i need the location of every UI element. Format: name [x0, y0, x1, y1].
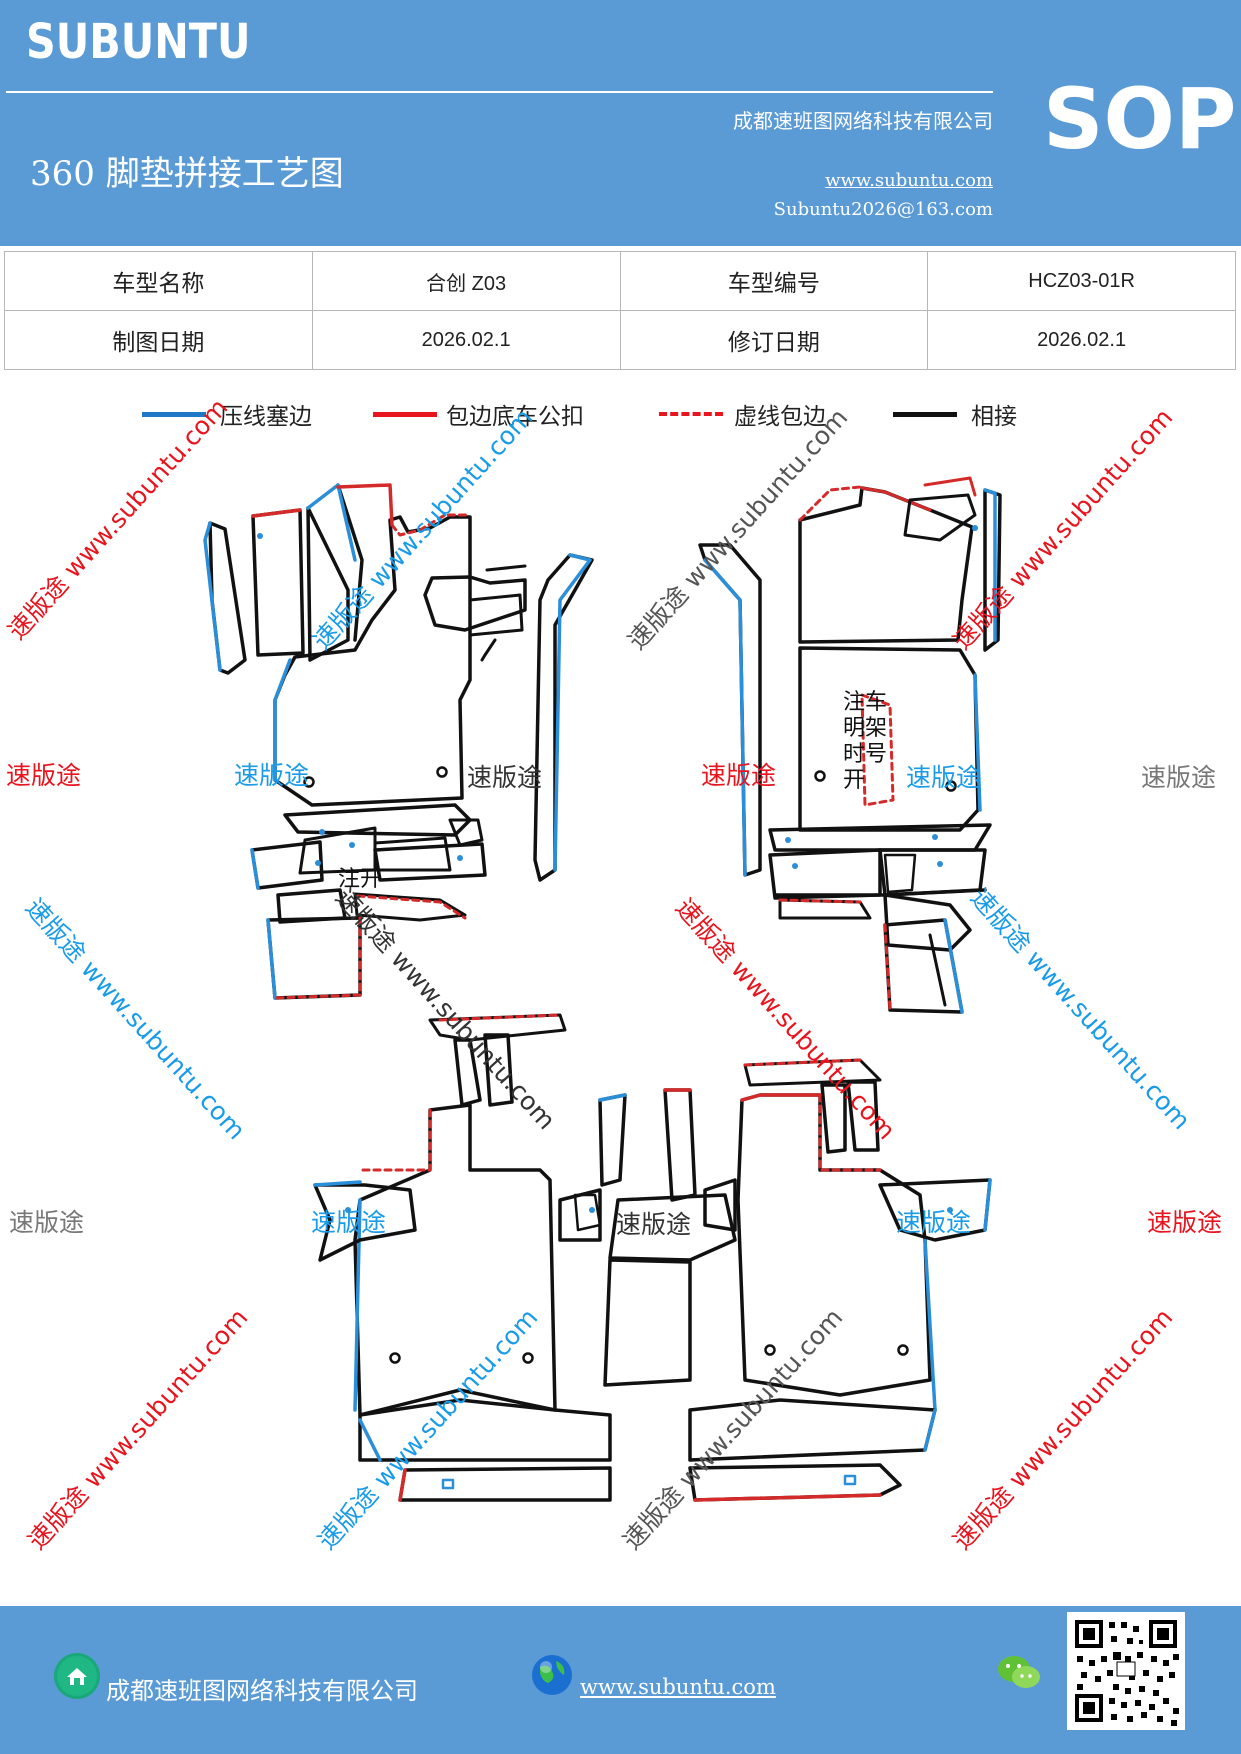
watermark-text: 速版途	[1147, 1208, 1223, 1237]
note-text: 明架	[843, 716, 887, 741]
watermark-text: 速版途	[9, 1208, 85, 1237]
rev-date-value: 2026.02.1	[927, 310, 1236, 370]
watermark-text: 速版途	[6, 761, 82, 790]
draw-date-label: 制图日期	[4, 310, 313, 370]
header-banner: SUBUNTU 成都速班图网络科技有限公司 360 脚垫拼接工艺图 www.su…	[0, 0, 1241, 246]
note-text: 注车	[843, 690, 887, 715]
table-row: 车型名称 合创 Z03 车型编号 HCZ03-01R	[4, 251, 1236, 311]
legend-swatch-black	[893, 412, 957, 417]
mat-group-top-right	[698, 476, 1002, 1014]
legend-item: 虚线包边	[659, 395, 859, 435]
mat-group-top-left	[203, 483, 594, 1000]
note-text: 开	[843, 768, 865, 793]
footer-website-link[interactable]: www.subuntu.com	[580, 1675, 776, 1699]
info-table: 车型名称 合创 Z03 车型编号 HCZ03-01R 制图日期 2026.02.…	[4, 251, 1236, 370]
model-name-value: 合创 Z03	[311, 251, 621, 311]
watermark-text: 速版途	[701, 761, 777, 790]
page-title: 360 脚垫拼接工艺图	[30, 154, 344, 194]
company-name: 成都速班图网络科技有限公司	[733, 109, 993, 133]
legend-swatch-red-dashed	[659, 412, 723, 416]
watermark-text: 速版途	[311, 1208, 387, 1237]
watermark-text: 速版途	[467, 763, 543, 792]
legend-label: 相接	[971, 404, 1017, 430]
legend-swatch-blue	[142, 412, 206, 417]
home-icon	[54, 1653, 100, 1699]
model-code-label: 车型编号	[619, 251, 929, 311]
model-name-label: 车型名称	[4, 251, 313, 311]
watermark-text: 速版途	[234, 761, 310, 790]
legend-label: 虚线包边	[734, 404, 826, 430]
globe-icon	[530, 1653, 574, 1697]
brand-logo: SUBUNTU	[26, 14, 251, 70]
note-text: 时号	[843, 742, 887, 767]
floor-mat-diagram: 注车 明架 时号 开 注开	[203, 476, 1002, 1502]
watermark-text: 速版途	[896, 1208, 972, 1237]
legend-item: 包边底车公扣	[373, 395, 613, 435]
legend-label: 包边底车公扣	[446, 404, 584, 430]
wechat-icon	[995, 1652, 1043, 1694]
mat-group-bottom	[313, 1013, 992, 1502]
note-text: 注开	[338, 867, 382, 892]
rev-date-label: 修订日期	[619, 310, 929, 370]
watermark-text: 速版途	[906, 763, 982, 792]
table-row: 制图日期 2026.02.1 修订日期 2026.02.1	[4, 310, 1236, 370]
watermark-text: 速版途	[616, 1210, 692, 1239]
legend-swatch-red	[373, 412, 437, 417]
legend-item: 压线塞边	[142, 395, 342, 435]
legend-item: 相接	[893, 395, 1033, 435]
email-address: Subuntu2026@163.com	[773, 199, 993, 220]
draw-date-value: 2026.02.1	[311, 310, 621, 370]
watermark-text: 速版途	[1141, 763, 1217, 792]
website-link[interactable]: www.subuntu.com	[825, 170, 993, 191]
sop-badge: SOP	[1043, 70, 1237, 168]
model-code-value: HCZ03-01R	[927, 251, 1236, 311]
header-divider	[6, 91, 993, 93]
footer-company: 成都速班图网络科技有限公司	[106, 1677, 418, 1705]
qr-code[interactable]	[1067, 1612, 1185, 1730]
legend-label: 压线塞边	[220, 404, 312, 430]
